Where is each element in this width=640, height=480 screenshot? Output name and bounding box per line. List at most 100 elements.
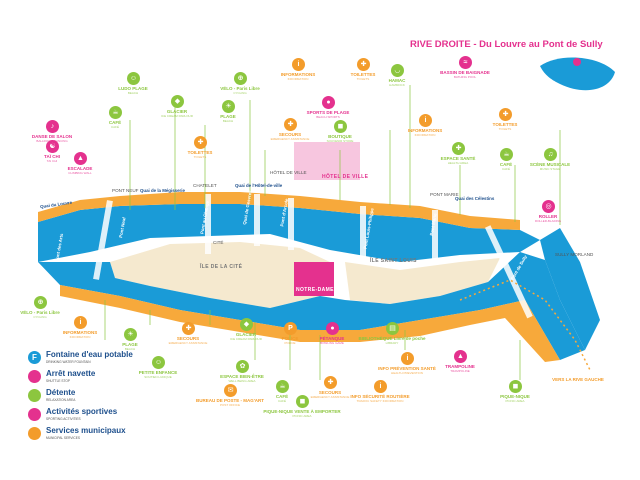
- poi-icon: P: [284, 322, 297, 335]
- label-ile-saint-louis: ÎLE SAINT LOUIS: [370, 258, 417, 264]
- poi-icon: ✚: [194, 136, 207, 149]
- poi-label: VERS LA RIVE GAUCHE: [552, 377, 604, 383]
- poi-icon: i: [401, 352, 414, 365]
- poi-sublabel: INFORMATION: [69, 334, 91, 339]
- poi-label-text: VERS LA RIVE GAUCHE: [552, 377, 604, 382]
- poi-label-text: VÉLO - Paris Libre: [220, 86, 260, 91]
- quay-strip-south: [60, 285, 560, 362]
- poi-icon: ☕: [276, 380, 289, 393]
- poi-label-text: CAFÉ: [108, 120, 122, 125]
- notre-dame-block: [294, 262, 334, 296]
- poi-label-text: VÉLO - Paris Libre: [20, 310, 60, 315]
- poi-sublabel: EMERGENCY ASSISTANCE: [270, 136, 310, 141]
- poi-sublabel: CAFÉ: [277, 398, 286, 403]
- poi-icon: ☯: [46, 140, 59, 153]
- poi-sublabel: PICNIC AREA: [292, 413, 312, 418]
- poi-label-text: LUDO PLAGE: [118, 86, 148, 91]
- poi-icon: ◼: [296, 395, 309, 408]
- label-notre-dame: NOTRE-DAME: [296, 287, 334, 293]
- metro-pont-neuf: PONT NEUF: [112, 188, 139, 193]
- poi-sublabel: BEACH: [222, 118, 234, 123]
- poi-icon: ▲: [74, 152, 87, 165]
- poi-sublabel: CLIMBING WALL: [68, 170, 92, 175]
- ile-de-la-cite: [110, 242, 330, 308]
- poi-sublabel: EMERGENCY ASSISTANCE: [168, 340, 208, 345]
- poi-icon: ●: [322, 96, 335, 109]
- legend-sublabel: SHUTTLE STOP: [46, 379, 71, 383]
- poi-icon: ⊕: [234, 72, 247, 85]
- poi-label-text: GLACIER: [166, 109, 188, 114]
- poi-icon: ◎: [542, 200, 555, 213]
- poi-label-text: ROLLER: [538, 214, 558, 219]
- poi-icon: i: [74, 316, 87, 329]
- services-icon: [28, 427, 41, 440]
- legend-sublabel: RELAXATION AREA: [46, 398, 76, 402]
- poi-icon: ✚: [284, 118, 297, 131]
- poi-icon: ✚: [182, 322, 195, 335]
- legend-sublabel: DRINKING WATER FOUNTAIN: [46, 360, 91, 364]
- ile-saint-louis: [345, 258, 500, 304]
- poi-label-text: GLACIER: [235, 332, 257, 337]
- poi-icon: ☕: [109, 106, 122, 119]
- poi-icon: ▤: [386, 322, 399, 335]
- poi-icon: ◼: [334, 120, 347, 133]
- poi-label-text: TOILETTES: [492, 122, 518, 127]
- poi-label-text: INFO SÉCURITÉ ROUTIÈRE: [350, 394, 410, 399]
- metro-hotel-de-ville: HÔTEL DE VILLE: [270, 170, 307, 175]
- poi-icon: ☺: [127, 72, 140, 85]
- street-quai-hotel-de-ville: Quai de l'Hôtel-de-ville: [235, 183, 283, 188]
- poi-sublabel: CAFÉ: [501, 166, 510, 171]
- poi-icon: i: [374, 380, 387, 393]
- poi-sublabel: MUSIC STAGE: [539, 166, 561, 171]
- poi-sublabel: TOILETS: [193, 154, 207, 159]
- legend: F Fontaine d'eau potable DRINKING WATER …: [28, 350, 208, 445]
- poi-sublabel: BEACH: [127, 90, 139, 95]
- poi-icon: ♪: [46, 120, 59, 133]
- poi-sublabel: TOILETS: [356, 76, 370, 81]
- legend-item-fountain: F Fontaine d'eau potable DRINKING WATER …: [28, 350, 208, 367]
- poi-icon: ✚: [324, 376, 337, 389]
- label-hotel-de-ville: HÔTEL DE VILLE: [322, 174, 369, 180]
- poi-sublabel: EMERGENCY ASSISTANCE: [310, 394, 350, 399]
- poi-sublabel: ROLLER-BLADING: [534, 218, 562, 223]
- poi-icon: i: [292, 58, 305, 71]
- poi-label-text: SECOURS: [318, 390, 342, 395]
- legend-label: Activités sportives: [46, 407, 118, 416]
- legend-item-leisure: Détente RELAXATION AREA: [28, 388, 208, 405]
- poi-sublabel: BATHING POOL: [453, 74, 477, 79]
- poi-icon: ◡: [391, 64, 404, 77]
- sport-icon: [28, 408, 41, 421]
- poi-sublabel: BEACH SPORTS: [316, 114, 340, 119]
- legend-item-services: Services municipaux MUNICIPAL SERVICES: [28, 426, 208, 443]
- poi-sublabel: PICNIC AREA: [505, 398, 525, 403]
- poi-sublabel: TAI CHI: [46, 158, 58, 163]
- legend-label: Détente: [46, 388, 76, 397]
- poi-sublabel: SOUVENIR STORE: [326, 138, 354, 143]
- poi-label-text: BASSIN DE BAIGNADE: [440, 70, 490, 75]
- metro-cite: CITÉ: [213, 240, 224, 245]
- poi-label-text: SPORTS DE PLAGE: [306, 110, 350, 115]
- poi-sublabel: ICE CREAM PARLOUR: [161, 113, 193, 118]
- legend-label: Fontaine d'eau potable: [46, 350, 133, 359]
- poi-icon: ✉: [224, 384, 237, 397]
- metro-chatelet: CHATELET: [193, 183, 217, 188]
